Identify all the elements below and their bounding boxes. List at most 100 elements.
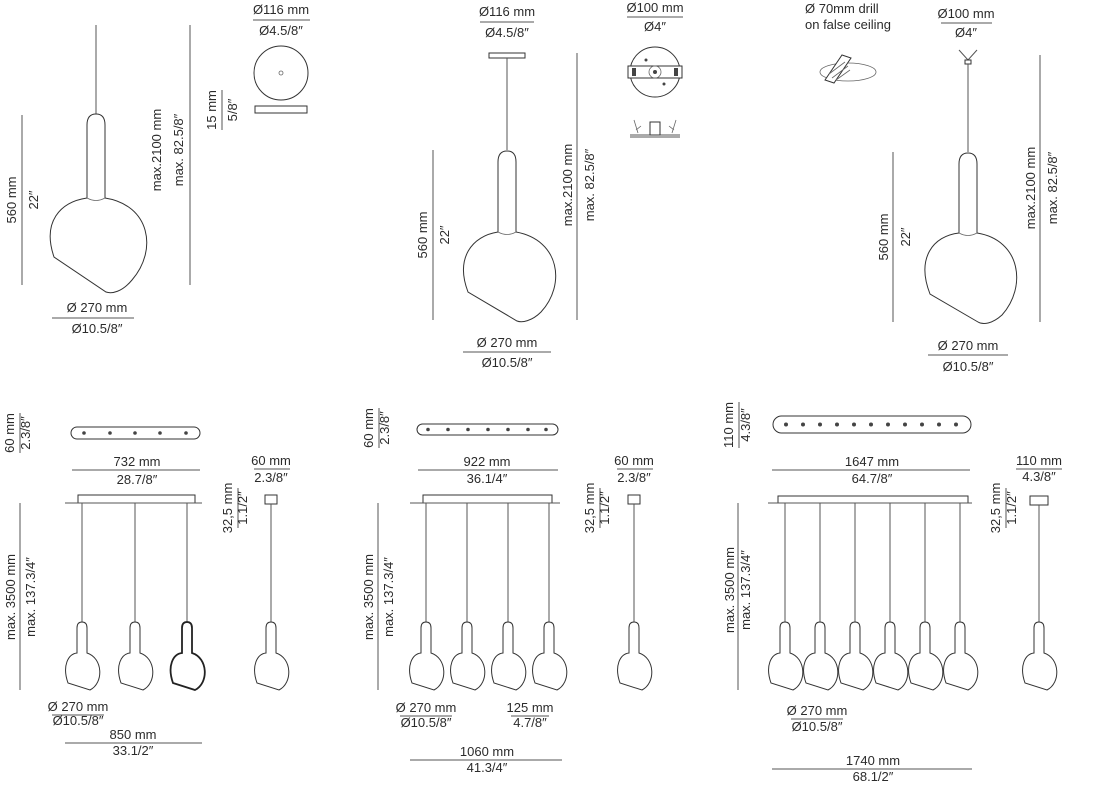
drill-note-line1: Ø 70mm drill xyxy=(805,1,879,16)
shade-diameter-mm-label: Ø 270 mm xyxy=(938,338,999,353)
total-width-inch-label: 33.1/2″ xyxy=(113,743,154,758)
bar-height-mm-label: 110 mm xyxy=(721,402,736,448)
canopy-clip xyxy=(964,59,972,65)
end-height-inch-label: 1.1/2″ xyxy=(235,491,250,525)
pendant-lamp xyxy=(617,621,653,691)
pendant-lamp xyxy=(65,621,101,691)
height-inch-label: 22″ xyxy=(437,225,452,244)
spacing-mm-label: 125 mm xyxy=(507,700,554,715)
shade-diameter-mm-label: Ø 270 mm xyxy=(477,335,538,350)
max-length-mm-label: max.2100 mm xyxy=(149,109,164,191)
canopy-diameter-mm-label: Ø116 mm xyxy=(253,2,309,17)
pendant-lamp xyxy=(924,152,1018,324)
end-width-mm-label: 110 mm xyxy=(1016,453,1062,468)
max-length-inch-label: max. 137.3/4″ xyxy=(738,550,753,630)
bar-length-mm-label: 922 mm xyxy=(464,454,511,469)
end-height-mm-label: 32,5 mm xyxy=(220,483,235,534)
total-width-inch-label: 68.1/2″ xyxy=(853,769,894,784)
bar-length-inch-label: 36.1/4″ xyxy=(467,471,508,486)
bar-length-mm-label: 1647 mm xyxy=(845,454,899,469)
panel-single-recessed: Ø116 mm Ø4.5/8″ 560 mm 22″ max.2100 mm m… xyxy=(415,0,684,370)
height-mm-label: 560 mm xyxy=(4,177,19,224)
bar-length-inch-label: 64.7/8″ xyxy=(852,471,893,486)
total-width-mm-label: 1740 mm xyxy=(846,753,900,768)
bar-end-view xyxy=(627,494,641,505)
pendant-lamp xyxy=(943,621,979,691)
pendant-lamp xyxy=(908,621,944,691)
bar-height-inch-label: 2.3/8″ xyxy=(18,416,33,450)
bar-top-view-holes xyxy=(426,427,548,432)
panel-single-ceiling: 560 mm 22″ max.2100 mm max. 82.5/8″ Ø 27… xyxy=(4,2,310,336)
max-length-inch-label: max. 82.5/8″ xyxy=(582,148,597,221)
height-inch-label: 22″ xyxy=(898,227,913,246)
canopy-diameter-inch-label: Ø4″ xyxy=(955,25,977,40)
pendant-lamp xyxy=(873,621,909,691)
max-length-mm-label: max.2100 mm xyxy=(560,144,575,226)
shade-diameter-inch-label: Ø10.5/8″ xyxy=(482,355,533,370)
end-width-mm-label: 60 mm xyxy=(614,453,654,468)
canopy-diameter-inch-label: Ø4.5/8″ xyxy=(259,23,303,38)
shade-diameter-inch-label: Ø10.5/8″ xyxy=(943,359,994,374)
height-mm-label: 560 mm xyxy=(415,212,430,259)
ceiling-bar xyxy=(422,494,553,504)
max-length-inch-label: max. 137.3/4″ xyxy=(23,557,38,637)
end-height-inch-label: 1.1/2″ xyxy=(1004,491,1019,525)
bar-end-view xyxy=(1029,495,1049,506)
pendant-lamp xyxy=(532,621,568,691)
bar-height-inch-label: 2.3/8″ xyxy=(377,411,392,445)
shade-diameter-mm-label: Ø 270 mm xyxy=(787,703,848,718)
shade-diameter-inch-label: Ø10.5/8″ xyxy=(53,713,104,728)
pendant-lamp xyxy=(803,621,839,691)
canopy-diameter-mm-label: Ø116 mm xyxy=(479,4,535,19)
pendant-lamp xyxy=(49,113,148,294)
pendant-lamp xyxy=(491,621,527,691)
panel-six-lights: 110 mm 4.3/8″ 1647 mm 64.7/8″ max. 3500 … xyxy=(721,402,1062,784)
drill-note-line2: on false ceiling xyxy=(805,17,891,32)
bar-height-inch-label: 4.3/8″ xyxy=(738,408,753,442)
bar-length-inch-label: 28.7/8″ xyxy=(117,472,158,487)
ceiling-bar xyxy=(77,494,196,504)
pendant-lamp xyxy=(768,621,804,691)
end-height-mm-label: 32,5 mm xyxy=(582,483,597,534)
spacing-inch-label: 4.7/8″ xyxy=(513,715,547,730)
total-width-mm-label: 1060 mm xyxy=(460,744,514,759)
bar-top-view-holes xyxy=(784,422,958,427)
shade-diameter-mm-label: Ø 270 mm xyxy=(48,699,109,714)
end-width-inch-label: 2.3/8″ xyxy=(617,470,651,485)
pendant-lamp xyxy=(1022,621,1058,691)
max-length-inch-label: max. 82.5/8″ xyxy=(171,113,186,186)
canopy-top-view xyxy=(253,45,309,101)
recessed-box-top-view xyxy=(627,46,683,98)
panel-four-lights: 60 mm 2.3/8″ 922 mm 36.1/4″ max. 3500 mm… xyxy=(361,408,654,775)
end-width-inch-label: 4.3/8″ xyxy=(1022,469,1056,484)
ceiling-bar xyxy=(777,495,969,504)
box-diameter-mm-label: Ø100 mm xyxy=(626,0,683,15)
bar-height-mm-label: 60 mm xyxy=(361,408,376,448)
max-length-mm-label: max.2100 mm xyxy=(1023,147,1038,229)
bar-top-view-holes xyxy=(82,431,188,435)
max-length-mm-label: max. 3500 mm xyxy=(722,547,737,633)
end-width-inch-label: 2.3/8″ xyxy=(254,470,288,485)
end-height-mm-label: 32,5 mm xyxy=(988,483,1003,534)
box-diameter-inch-label: Ø4″ xyxy=(644,19,666,34)
panel-single-false-ceiling: Ø 70mm drill on false ceiling Ø100 mm Ø4… xyxy=(805,1,1060,374)
pendant-lamp xyxy=(169,621,206,691)
height-inch-label: 22″ xyxy=(26,190,41,209)
height-mm-label: 560 mm xyxy=(876,214,891,261)
canopy-diameter-mm-label: Ø100 mm xyxy=(937,6,994,21)
pendant-lamp xyxy=(463,150,557,323)
drill-hole-icon xyxy=(819,54,877,84)
canopy-thickness-mm-label: 15 mm xyxy=(204,90,219,130)
end-width-mm-label: 60 mm xyxy=(251,453,291,468)
shade-diameter-mm-label: Ø 270 mm xyxy=(67,300,128,315)
panel-three-lights: 60 mm 2.3/8″ 732 mm 28.7/8″ max. 3500 mm… xyxy=(2,413,291,758)
shade-diameter-inch-label: Ø10.5/8″ xyxy=(792,719,843,734)
canopy-side-view xyxy=(254,105,308,114)
canopy-diameter-inch-label: Ø4.5/8″ xyxy=(485,25,529,40)
pendant-lamp xyxy=(450,621,486,691)
max-length-inch-label: max. 82.5/8″ xyxy=(1045,151,1060,224)
canopy-thickness-inch-label: 5/8″ xyxy=(225,98,240,121)
shade-diameter-mm-label: Ø 270 mm xyxy=(396,700,457,715)
bar-end-view xyxy=(264,494,278,505)
shade-diameter-inch-label: Ø10.5/8″ xyxy=(401,715,452,730)
